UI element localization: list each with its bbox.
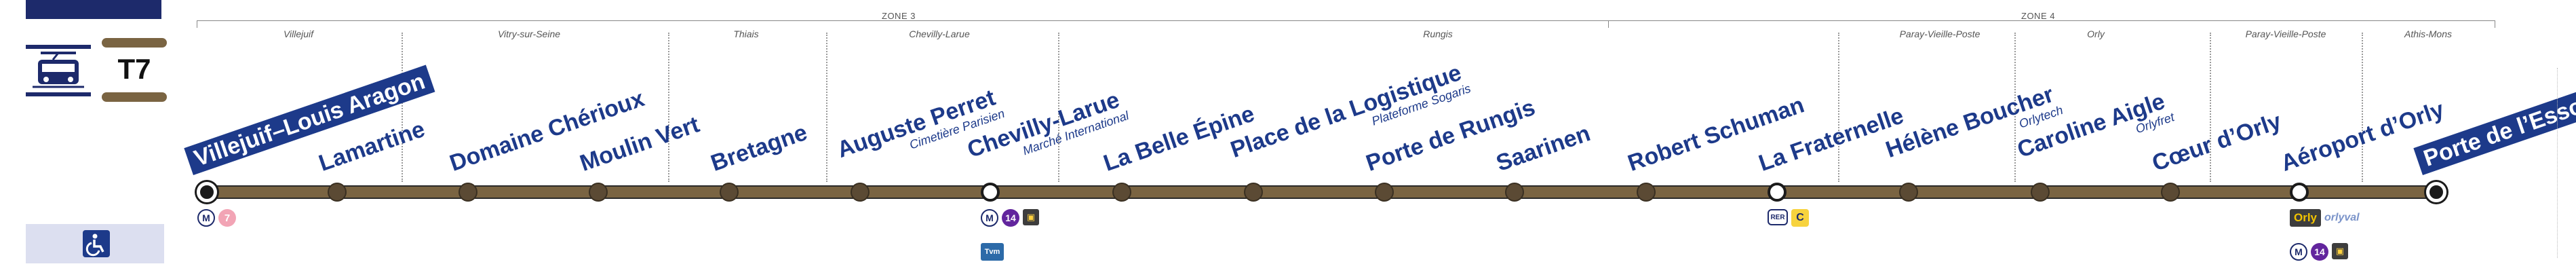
station-stop[interactable]	[981, 183, 1000, 202]
commune-separator	[668, 33, 669, 182]
top-header-bar	[26, 0, 161, 19]
station-stop[interactable]	[328, 183, 347, 202]
commune-label: Chevilly-Larue	[909, 29, 970, 39]
station-label: Porte de l’Essonne	[2413, 76, 2576, 175]
station-label: Villejuif–Louis Aragon	[184, 64, 435, 175]
station-stop[interactable]	[197, 182, 217, 202]
tvm-bus-icon[interactable]: Tvm	[981, 243, 1004, 261]
commune-label: Vitry-sur-Seine	[497, 29, 561, 39]
station-label: Bretagne	[707, 119, 811, 176]
tram-icon	[33, 52, 84, 88]
station-stop[interactable]	[1637, 183, 1656, 202]
commune-label: Orly	[2087, 29, 2105, 39]
station-stop[interactable]	[458, 183, 477, 202]
station-stop[interactable]	[2426, 182, 2446, 202]
station-stop[interactable]	[2031, 183, 2050, 202]
zone-3-label: ZONE 3	[882, 11, 916, 21]
zone-3-bracket	[197, 20, 1609, 28]
rer-icon[interactable]: RER	[1768, 209, 1788, 225]
accessibility-badge	[26, 224, 164, 263]
station-stop[interactable]	[1244, 183, 1263, 202]
bus-icon[interactable]: ▣	[2332, 243, 2348, 259]
commune-separator	[826, 33, 827, 182]
station-stop[interactable]	[720, 183, 739, 202]
commune-label: Rungis	[1423, 29, 1453, 39]
orly-airport-icon[interactable]: Orly	[2290, 209, 2322, 227]
metro-line-7-icon[interactable]: 7	[218, 209, 236, 227]
line-track	[205, 185, 2443, 199]
station-stop[interactable]	[1505, 183, 1524, 202]
bus-icon[interactable]: ▣	[1023, 209, 1039, 225]
station-stop[interactable]	[1375, 183, 1394, 202]
commune-label: Paray-Vieille-Poste	[1899, 29, 1980, 39]
zone-4-label: ZONE 4	[2021, 11, 2055, 21]
station-name: Villejuif–Louis Aragon	[184, 64, 435, 175]
commune-label: Athis-Mons	[2404, 29, 2453, 39]
zone-4-bracket	[1609, 20, 2495, 28]
station-stop[interactable]	[1899, 183, 1918, 202]
station-name: Bretagne	[707, 119, 811, 176]
metro-icon[interactable]: M	[2290, 243, 2307, 261]
station-stop[interactable]	[851, 183, 870, 202]
station-stop[interactable]	[1768, 183, 1787, 202]
metro-line-14-icon[interactable]: 14	[1002, 209, 1019, 227]
station-name: Porte de l’Essonne	[2413, 76, 2576, 175]
metro-icon[interactable]: M	[981, 209, 998, 227]
commune-separator	[402, 33, 403, 182]
wheelchair-icon	[85, 234, 104, 257]
rer-c-icon[interactable]: C	[1791, 209, 1809, 227]
tram-mode-badge	[26, 38, 91, 103]
orlyval-icon[interactable]: orlyval	[2324, 212, 2360, 223]
station-stop[interactable]	[2161, 183, 2180, 202]
metro-line-14-icon[interactable]: 14	[2311, 243, 2328, 261]
station-stop[interactable]	[589, 183, 608, 202]
line-badge: T7	[102, 38, 167, 106]
station-label: Saarinen	[1493, 120, 1594, 176]
station-stop[interactable]	[2290, 183, 2309, 202]
commune-separator	[2014, 33, 2016, 182]
metro-icon[interactable]: M	[197, 209, 215, 227]
line-label: T7	[117, 53, 151, 85]
commune-label: Thiais	[733, 29, 759, 39]
commune-separator	[2362, 33, 2363, 182]
commune-separator	[1838, 33, 1839, 182]
station-stop[interactable]	[1112, 183, 1131, 202]
station-name: Saarinen	[1493, 120, 1594, 176]
legal-strip	[2557, 68, 2559, 258]
commune-separator	[1058, 33, 1059, 182]
correspondence-group-secondary: Tvm	[981, 243, 1004, 261]
commune-label: Villejuif	[283, 29, 314, 39]
commune-separator	[2210, 33, 2211, 182]
commune-label: Paray-Vieille-Poste	[2245, 29, 2326, 39]
